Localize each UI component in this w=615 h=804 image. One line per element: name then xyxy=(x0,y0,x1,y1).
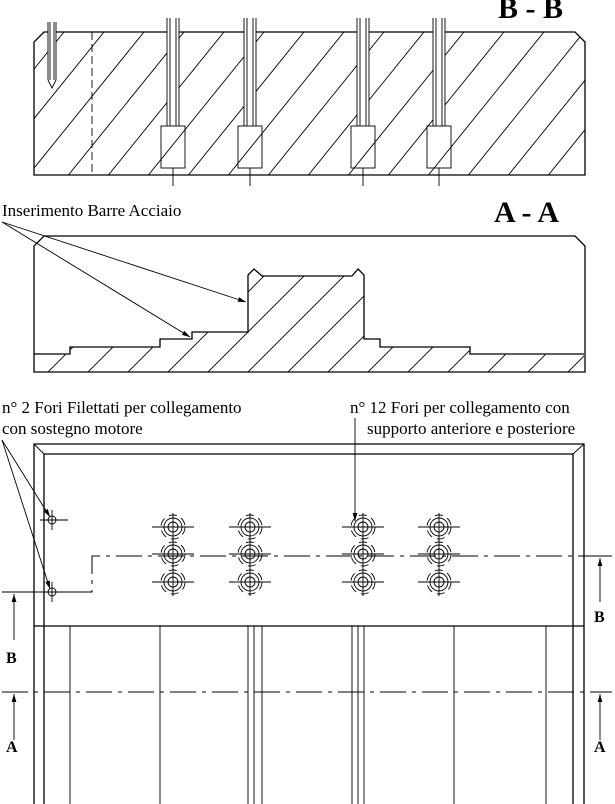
leader-steel-bar-lower xyxy=(1,221,191,338)
leader-steel-bar-upper xyxy=(1,221,247,303)
hole-c3-r3 xyxy=(342,568,384,596)
svg-text:A: A xyxy=(594,739,606,756)
section-aa: A - A Inserimento Barre Acciaio xyxy=(1,196,586,373)
section-aa-outline xyxy=(33,235,586,373)
hole-c3-r1 xyxy=(342,513,384,541)
threaded-holes-callout-line1: n° 2 Fori Filettati per collegamento xyxy=(2,398,242,417)
plan-inner-edge xyxy=(43,453,574,804)
section-bb: B - B xyxy=(33,0,586,186)
hole-c1-r1 xyxy=(152,513,194,541)
hole-c2-r2 xyxy=(229,540,271,568)
svg-text:A: A xyxy=(6,739,18,756)
svg-text:B: B xyxy=(594,609,605,626)
hole-c2-r3 xyxy=(229,568,271,596)
section-aa-title: A - A xyxy=(494,196,559,229)
bore-hole-3 xyxy=(350,18,376,186)
leader-threaded-hole-2 xyxy=(1,439,51,590)
cut-marker-right-b: B xyxy=(592,555,612,626)
threaded-holes-callout-line2: con sostegno motore xyxy=(2,419,143,438)
leader-threaded-hole-1 xyxy=(1,439,51,518)
cutting-plane-bb xyxy=(26,555,592,593)
hole-c3-r2 xyxy=(342,540,384,568)
steel-bars-callout: Inserimento Barre Acciaio xyxy=(2,201,181,220)
section-aa-profile xyxy=(34,268,584,355)
plan-vertical-edges xyxy=(69,626,547,804)
hole-c1-r2 xyxy=(152,540,194,568)
threaded-hole-1 xyxy=(40,510,68,530)
bore-hole-4 xyxy=(426,18,452,186)
hole-c1-r3 xyxy=(152,568,194,596)
bore-hole-2 xyxy=(237,18,263,186)
svg-text:B: B xyxy=(6,650,17,667)
hole-c4-r2 xyxy=(418,540,460,568)
section-bb-outline xyxy=(33,31,586,176)
bore-hole-1 xyxy=(160,18,186,186)
section-bb-title: B - B xyxy=(498,0,563,25)
holes-callout-line2: supporto anteriore e posteriore xyxy=(367,419,575,438)
hole-c4-r3 xyxy=(418,568,460,596)
plan-outer-edge xyxy=(33,443,585,804)
cut-marker-right-a: A xyxy=(594,694,606,756)
holes-callout-line1: n° 12 Fori per collegamento con xyxy=(350,398,570,417)
hole-pattern xyxy=(152,513,460,596)
threaded-hole-2 xyxy=(40,582,68,602)
hole-c2-r1 xyxy=(229,513,271,541)
hole-c4-r1 xyxy=(418,513,460,541)
cut-marker-left-b: B xyxy=(2,591,26,667)
plan-view: n° 2 Fori Filettati per collegamento con… xyxy=(1,398,612,804)
cut-marker-left-a: A xyxy=(6,694,18,756)
threaded-hole-section xyxy=(47,22,57,90)
